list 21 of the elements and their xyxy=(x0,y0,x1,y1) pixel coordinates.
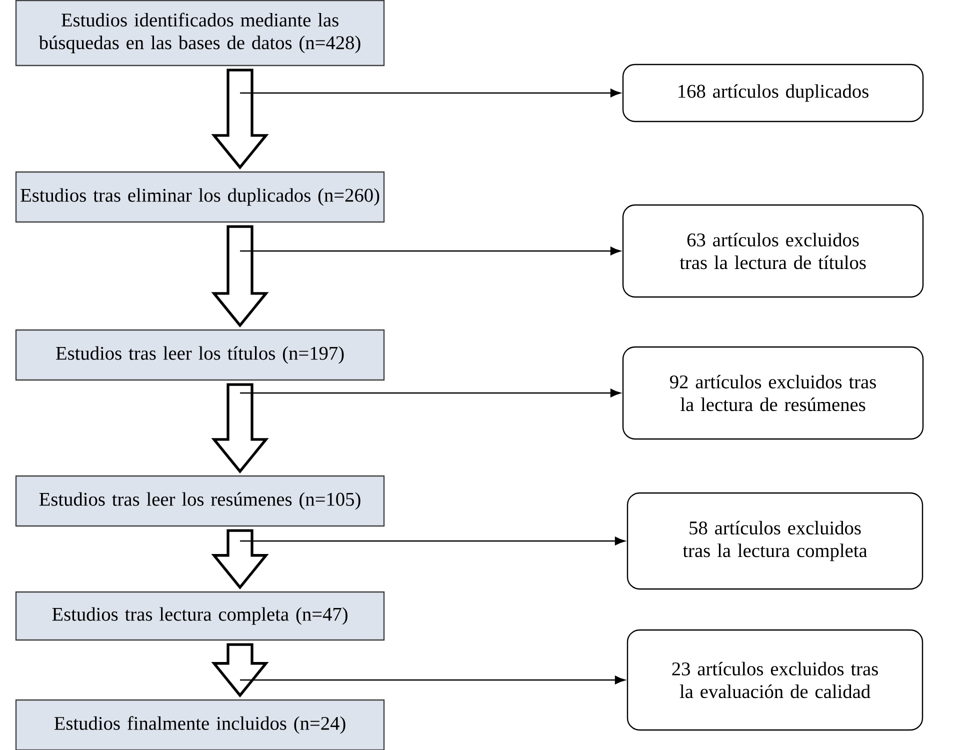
process-box: Estudios tras leer los títulos (n=197) xyxy=(15,329,385,381)
process-box: Estudios tras leer los resúmenes (n=105) xyxy=(15,475,385,527)
block-arrow xyxy=(211,643,269,698)
block-arrow xyxy=(211,383,269,474)
arrow xyxy=(240,388,621,398)
block-arrow xyxy=(211,225,269,328)
exclusion-box: 92 artículos excluidos tras la lectura de resúmenes xyxy=(622,346,924,440)
exclusion-box: 63 artículos excluidos tras la lectura de títulos xyxy=(622,204,924,298)
process-box: Estudios tras lectura completa (n=47) xyxy=(15,591,385,641)
arrow xyxy=(240,676,626,684)
block-arrow xyxy=(211,529,269,590)
exclusion-box: 23 artículos excluidos tras la evaluación de calidad xyxy=(626,629,924,731)
exclusion-box: 168 artículos duplicados xyxy=(622,64,924,122)
process-box: Estudios tras eliminar los duplicados (n=260) xyxy=(15,171,385,223)
arrow xyxy=(240,536,626,546)
arrow xyxy=(240,88,621,98)
arrow xyxy=(240,246,621,256)
process-box: Estudios finalmente incluidos (n=24) xyxy=(15,699,385,750)
exclusion-box: 58 artículos excluidos tras la lectura completa xyxy=(626,492,924,590)
block-arrow xyxy=(211,68,269,170)
process-box: Estudios identificados mediante las búsquedas en las bases de datos (n=428) xyxy=(15,0,385,66)
